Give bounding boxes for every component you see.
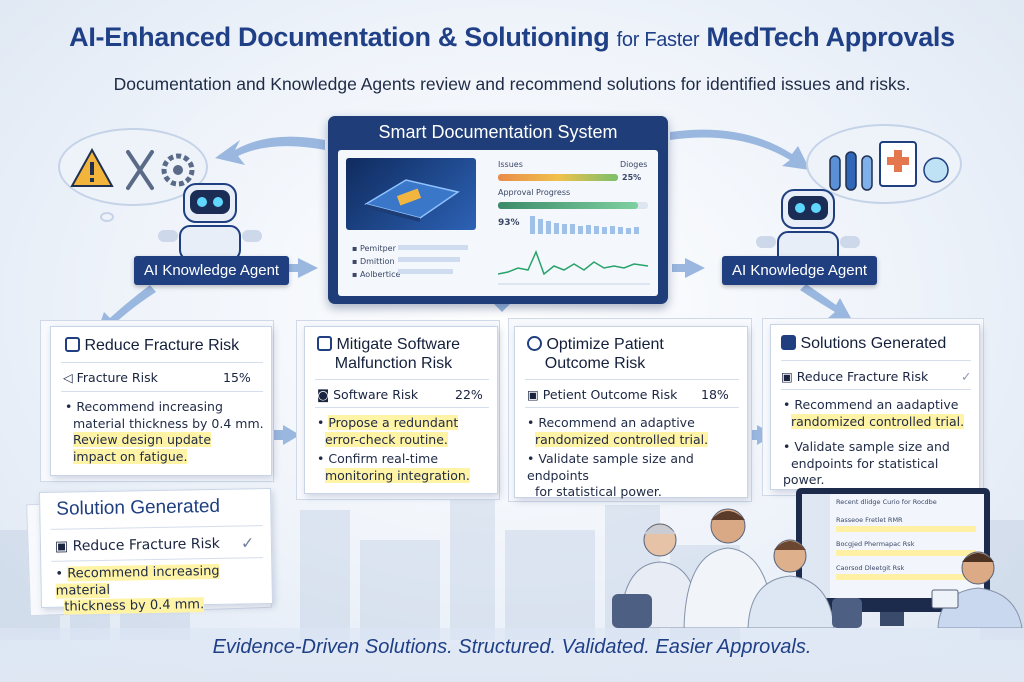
system-list-item: Dmittion — [359, 257, 395, 266]
tablet-icon — [931, 589, 959, 609]
card-bullet: • Recommend increasing material thicknes… — [65, 399, 264, 464]
card-bullet: • Validate sample size and endpoints for… — [527, 451, 694, 499]
left-thought-bubble — [58, 128, 208, 206]
right-agent-label: AI Knowledge Agent — [722, 256, 878, 285]
speaker-icon: ▣ — [527, 387, 539, 402]
monitor-header: Recent dlidge Curio for Rocdbe — [836, 498, 937, 506]
card-bullet: • Recommend an adaptive randomized contr… — [527, 415, 709, 447]
medical-device-icon — [364, 179, 460, 222]
risk-label: Software Risk — [333, 387, 419, 402]
progress-value: 93% — [498, 218, 520, 228]
mini-line-chart — [498, 249, 650, 285]
document-icon — [65, 337, 80, 352]
card-title: Optimize Patient — [546, 336, 664, 353]
card-bullet: • Propose a redundant error-check routin… — [317, 415, 459, 447]
system-screen: ▪ Pemitper ▪ Dmittion ▪ Aolbertice Issue… — [338, 150, 658, 296]
card-bullet: • Validate sample size and endpoints for… — [783, 439, 950, 487]
mini-bar-chart — [530, 216, 639, 234]
page-subtitle: Documentation and Knowledge Agents revie… — [113, 74, 911, 94]
risk-label: Fracture Risk — [76, 370, 158, 385]
arrow-left-agent-to-system — [285, 258, 318, 278]
issues-value: 25% — [622, 173, 642, 182]
arrow-card1-to-card2 — [274, 425, 300, 445]
progress-track — [498, 202, 648, 209]
issues-label: Issues — [498, 160, 523, 169]
checkmark-icon — [781, 335, 796, 350]
card-title-line2: Outcome Risk — [544, 355, 646, 372]
monitor-screen: Recent dlidge Curio for Rocdbe Rasseoe F… — [802, 494, 984, 598]
issues-bar — [498, 174, 618, 181]
search-doc-icon — [317, 336, 332, 351]
check-mark-icon: ✓ — [240, 533, 255, 553]
card-solutions-generated: Solutions Generated ▣ Reduce Fracture Ri… — [770, 324, 980, 490]
page-title: AI-Enhanced Documentation & Solutioning … — [69, 22, 955, 52]
monitor-row: Rasseoe Fretlet RMR — [836, 516, 903, 524]
gear-icon — [161, 153, 195, 187]
arrow-right-agent-to-solutions — [800, 284, 852, 320]
system-list-item: Pemitper — [359, 244, 396, 253]
patient-icon — [527, 336, 542, 351]
risk-value: 22% — [455, 387, 483, 402]
monitor-row: Caorsod Dleetgit Rsk — [836, 564, 905, 572]
left-agent-label: AI Knowledge Agent — [134, 256, 290, 285]
monitor-row: Bocgjed Phermapac Rsk — [836, 540, 915, 548]
left-robot-icon — [158, 183, 262, 261]
team-illustration — [612, 508, 1023, 628]
check-mark-icon: ✓ — [961, 369, 972, 384]
card-title: Solutions Generated — [800, 335, 947, 352]
card-optimize-patient-outcome: Optimize Patient Outcome Risk ▣ Petient … — [514, 326, 748, 499]
solution-row-label: Reduce Fracture Risk — [72, 535, 220, 555]
card-bullet: • Confirm real-time monitoring integrati… — [317, 451, 470, 483]
progress-fill — [498, 202, 638, 209]
card-bullet: • Recommend increasing material thicknes… — [55, 563, 220, 615]
solution-card-title: Solution Generated — [56, 495, 221, 520]
arrow-system-to-left-bubble — [215, 136, 325, 165]
test-tube-icon — [829, 155, 841, 191]
warning-tools-icons — [70, 147, 195, 190]
issues-right-label: Dioges — [620, 160, 648, 169]
card-mitigate-software-risk: Mitigate Software Malfunction Risk ◙ Sof… — [304, 326, 498, 494]
progress-label: Approval Progress — [498, 188, 571, 197]
speaker-icon: ◙ — [317, 387, 330, 402]
footer-tagline: Evidence-Driven Solutions. Structured. V… — [212, 636, 812, 658]
system-list-item: Aolbertice — [359, 270, 401, 279]
document-icon: ▣ — [781, 369, 793, 384]
footer-band — [0, 628, 1024, 682]
card-title-line2: Malfunction Risk — [334, 355, 453, 372]
right-thought-bubble — [806, 124, 962, 204]
risk-value: 15% — [223, 370, 251, 385]
robot-mini-icon — [923, 157, 949, 183]
solution-generated-card: Solution Generated ▣ Reduce Fracture Ris… — [39, 487, 273, 615]
device-hero-image — [346, 158, 476, 230]
card-title: Reduce Fracture Risk — [84, 337, 240, 354]
system-title: Smart Documentation System — [378, 122, 618, 142]
monitor: Recent dlidge Curio for Rocdbe Rasseoe F… — [796, 488, 990, 612]
smart-documentation-system: Smart Documentation System ▪ Pemitper ▪ … — [328, 116, 668, 304]
bubble-dot — [100, 212, 114, 222]
solution-row-label: Reduce Fracture Risk — [796, 369, 929, 384]
arrow-card3-to-card4 — [748, 425, 774, 445]
document-icon: ▣ — [54, 538, 69, 555]
card-reduce-fracture-risk: Reduce Fracture Risk ◁ Fracture Risk 15%… — [50, 326, 272, 476]
speaker-icon: ◁ — [63, 370, 73, 385]
arrow-system-to-right-bubble — [670, 129, 810, 170]
risk-value: 18% — [701, 387, 729, 402]
tools-icon — [126, 150, 154, 190]
risk-label: Petient Outcome Risk — [542, 387, 678, 402]
lab-icons — [829, 141, 949, 191]
card-title: Mitigate Software — [336, 336, 461, 353]
arrow-system-to-right-agent — [672, 258, 705, 278]
card-bullet: • Recommend an aadaptive randomized cont… — [783, 397, 965, 429]
